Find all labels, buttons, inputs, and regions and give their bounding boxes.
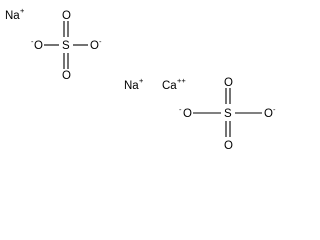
s1-oxygen-top: O	[62, 10, 71, 22]
s1-oxygen-left: O	[34, 40, 43, 52]
s2-oxygen-bottom: O	[224, 140, 233, 152]
sodium-ion-1-symbol: Na	[5, 10, 20, 22]
structure-canvas: Na + O S O - O O - Na + Ca ++ O S O - O …	[5, 6, 276, 152]
calcium-ion-symbol: Ca	[162, 80, 177, 92]
s2-oxygen-right: O	[264, 108, 273, 120]
s1-oxygen-right: O	[90, 40, 99, 52]
s1-oxygen-right-charge: -	[99, 37, 102, 46]
s2-oxygen-left-charge: -	[179, 105, 182, 114]
s2-oxygen-left: O	[183, 108, 192, 120]
s2-sulfur: S	[224, 108, 232, 120]
sodium-ion-1-charge: +	[20, 6, 25, 15]
sodium-ion-2-symbol: Na	[124, 80, 139, 92]
sodium-ion-2-charge: +	[139, 76, 144, 85]
structure-diagram: Na + O S O - O O - Na + Ca ++ O S O - O …	[5, 6, 276, 152]
s2-oxygen-right-charge: -	[273, 105, 276, 114]
s2-oxygen-top: O	[224, 77, 233, 89]
calcium-ion-charge: ++	[177, 76, 186, 85]
sulfate-1-bonds	[44, 21, 88, 69]
s1-oxygen-bottom: O	[62, 70, 71, 82]
s1-sulfur: S	[62, 40, 70, 52]
s1-oxygen-left-charge: -	[31, 37, 34, 46]
sulfate-2-bonds	[193, 88, 262, 137]
